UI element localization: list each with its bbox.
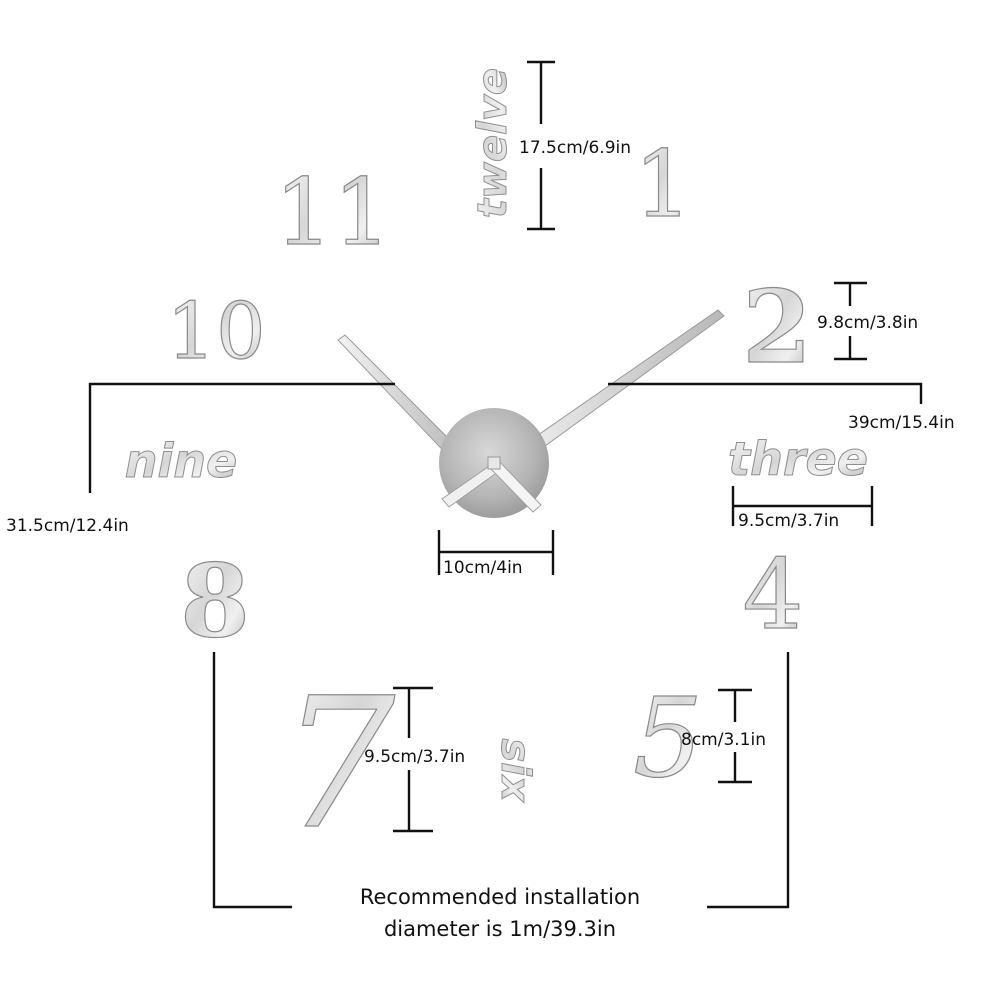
word-twelve: twelve: [470, 68, 516, 218]
dimension-label-two: 9.8cm/3.8in: [817, 313, 918, 333]
numeral-5: 5: [633, 674, 703, 802]
dimension-label-twelve: 17.5cm/6.9in: [519, 138, 631, 158]
numeral-11: 11: [274, 159, 391, 266]
word-nine: nine: [125, 434, 237, 488]
word-six: six: [492, 738, 538, 803]
dimension-label-hand-span: 39cm/15.4in: [848, 413, 955, 433]
dimension-three-width: 9.5cm/3.7in: [731, 486, 874, 531]
numeral-8: 8: [180, 542, 250, 660]
hub-center-cap: [487, 456, 501, 470]
numeral-7: 7: [281, 660, 396, 869]
dimension-label-center: 10cm/4in: [443, 558, 523, 578]
dimension-seven-height: 9.5cm/3.7in: [364, 686, 465, 833]
installation-bracket: [212, 652, 790, 909]
numeral-10: 10: [166, 287, 265, 377]
numeral-4: 4: [742, 539, 803, 651]
installation-note-line2: diameter is 1m/39.3in: [384, 917, 616, 941]
dimension-hand-span: 39cm/15.4in 31.5cm/12.4in: [6, 382, 955, 536]
installation-note-line1: Recommended installation: [360, 885, 640, 909]
dimension-label-seven: 9.5cm/3.7in: [364, 747, 465, 767]
numeral-2: 2: [742, 268, 812, 386]
dimension-label-three: 9.5cm/3.7in: [738, 511, 839, 531]
dimension-center-width: 10cm/4in: [437, 530, 555, 578]
dimension-twelve-height: 17.5cm/6.9in: [519, 60, 631, 231]
dimension-two-height: 9.8cm/3.8in: [817, 281, 918, 361]
dimension-label-left-span: 31.5cm/12.4in: [6, 516, 129, 536]
numeral-1: 1: [634, 131, 693, 238]
dimension-label-five: 8cm/3.1in: [681, 730, 766, 750]
dimension-five-height: 8cm/3.1in: [681, 688, 766, 784]
word-three: three: [728, 432, 868, 486]
